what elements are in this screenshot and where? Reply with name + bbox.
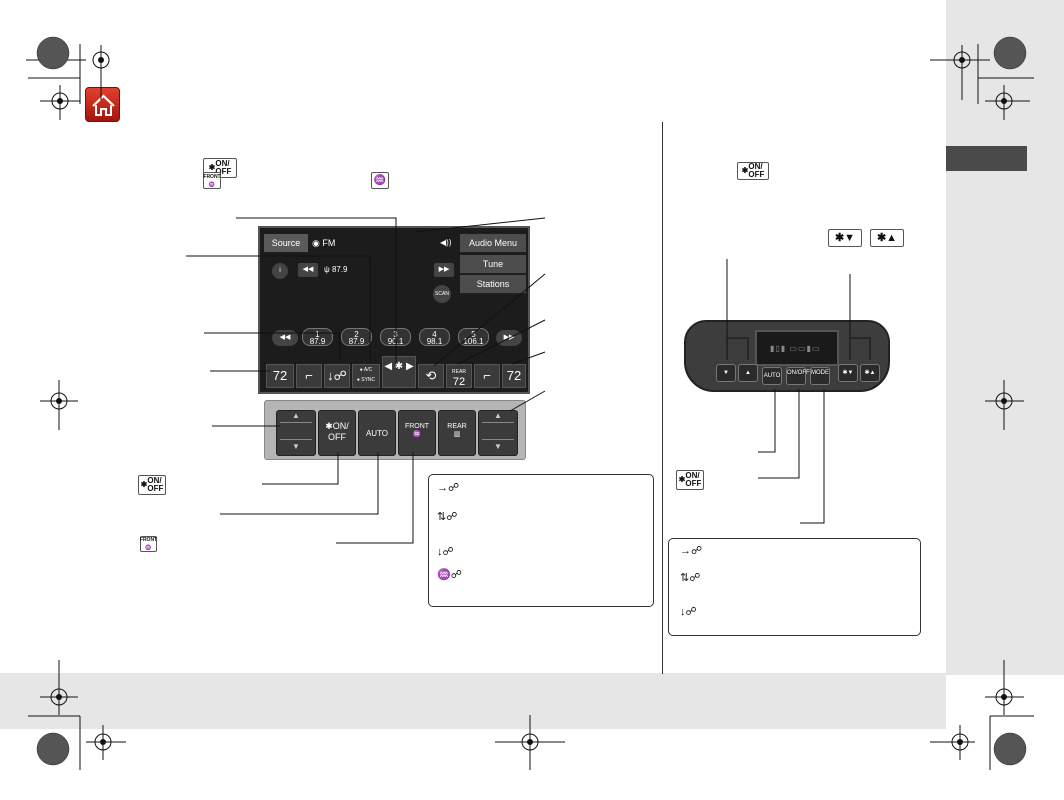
fan-on-off-icon: ✱ON/ OFF — [737, 162, 769, 180]
driver-temp-display[interactable]: 72 — [266, 364, 294, 388]
auto-button[interactable]: AUTO — [358, 410, 396, 456]
fan-up-icon: ✱▲ — [870, 229, 904, 247]
rear-display-segments: ▮▯▮ ▭▭▮▭ — [770, 344, 821, 353]
seat-icon: ⌐ — [483, 368, 491, 383]
fan-on-off-icon: ✱ON/ OFF — [138, 475, 166, 495]
fan-down-icon: ✱▼ — [828, 229, 862, 247]
front-defrost-icon: FRONT♒ — [203, 172, 221, 189]
rear-airflow-legend — [668, 538, 921, 636]
defrost-icon: ♒ — [412, 431, 422, 438]
bi-level-mode-icon: ⇅☍ — [680, 572, 701, 584]
home-button[interactable] — [85, 87, 120, 122]
mode-button[interactable]: ↓☍ — [324, 364, 350, 388]
tune-button[interactable]: Tune — [460, 255, 526, 274]
rear-mode-button[interactable]: MODE — [810, 367, 830, 385]
fan-icon: ✱ — [325, 421, 333, 431]
rear-defrost-icon: ▥ — [453, 431, 461, 438]
bi-level-mode-icon: ⇅☍ — [437, 511, 458, 523]
page-sidebar — [946, 0, 1064, 675]
front-defrost-button[interactable]: FRONT♒ — [398, 410, 436, 456]
source-button[interactable]: Source — [264, 234, 308, 252]
fan-speed-control[interactable]: ◀ ✱ ▶ — [382, 356, 416, 388]
driver-seat-heat-button[interactable]: ⌐ — [296, 364, 322, 388]
airflow-mode-legend — [428, 474, 654, 607]
passenger-temp-display[interactable]: 72 — [502, 364, 526, 388]
rear-fan-down-button[interactable]: ✱▼ — [838, 364, 858, 382]
current-frequency: ψ 87.9 — [324, 265, 348, 274]
volume-icon: ◀)) — [440, 238, 452, 247]
rear-temp-down-button[interactable]: ▼ — [716, 364, 736, 382]
rear-climate-display — [755, 330, 839, 366]
driver-temp-knob[interactable]: ▲▼ — [276, 410, 316, 456]
rear-fan-up-button[interactable]: ✱▲ — [860, 364, 880, 382]
scan-button[interactable]: SCAN — [433, 285, 451, 303]
rear-defrost-button[interactable]: REAR▥ — [438, 410, 476, 456]
skip-back-button[interactable]: ◀◀ — [298, 263, 318, 277]
seek-back-button[interactable]: ◀◀ — [272, 330, 298, 346]
chapter-tab[interactable] — [946, 146, 1027, 171]
audio-menu-button[interactable]: Audio Menu — [460, 234, 526, 253]
fan-on-off-icon: ✱ON/ OFF — [676, 470, 704, 490]
defrost-icon: ♒ — [371, 172, 389, 189]
recirculation-button[interactable]: ⟲ — [418, 364, 444, 388]
band-label: ◉ FM — [312, 238, 336, 248]
column-divider — [662, 122, 663, 674]
skip-forward-button[interactable]: ▶▶ — [434, 263, 454, 277]
page-footer-bar — [0, 673, 946, 729]
fan-on-off-button[interactable]: ✱ON/ OFF — [318, 410, 356, 456]
ac-sync-button[interactable]: ● A/C● SYNC — [352, 364, 380, 388]
seat-icon: ⌐ — [305, 368, 313, 383]
fan-icon: ◀ ✱ ▶ — [384, 361, 414, 372]
passenger-seat-heat-button[interactable]: ⌐ — [474, 364, 500, 388]
home-icon — [92, 94, 115, 116]
rear-fan-on-off-button[interactable]: ON/OFF — [786, 367, 810, 385]
front-defrost-icon: FRONT♒ — [139, 536, 158, 552]
rear-auto-button[interactable]: AUTO — [762, 367, 782, 385]
floor-mode-icon: ↓☍ — [680, 606, 697, 618]
recirculation-icon: ⟲ — [425, 368, 437, 383]
info-button[interactable]: i — [272, 263, 288, 279]
airflow-mode-icon: ↓☍ — [327, 368, 347, 383]
rear-temp-up-button[interactable]: ▲ — [738, 364, 758, 382]
stations-button[interactable]: Stations — [460, 275, 526, 294]
floor-mode-icon: ↓☍ — [437, 546, 454, 558]
passenger-temp-knob[interactable]: ▲▼ — [478, 410, 518, 456]
